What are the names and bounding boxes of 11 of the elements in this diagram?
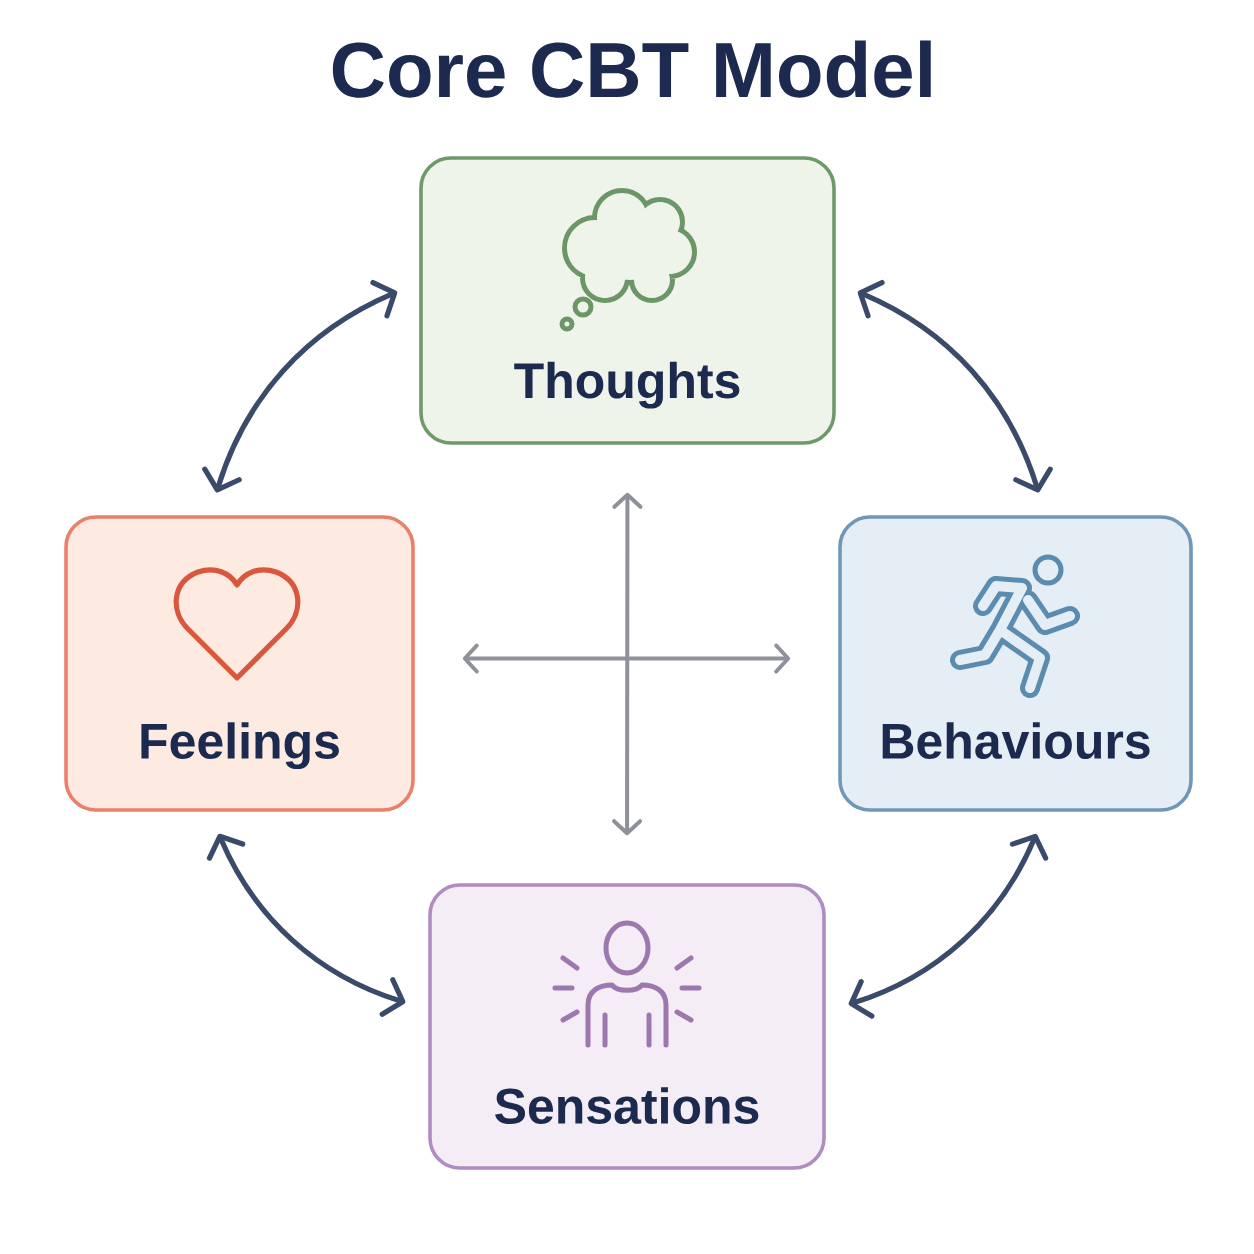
title: Core CBT Model [332,40,931,98]
double-arrow [612,492,643,836]
curved-double-arrow [202,279,398,493]
double-arrow [462,643,791,674]
concept-box: Behaviours [838,515,1193,812]
concept-box: Sensations [428,883,826,1170]
curved-double-arrow [857,279,1053,493]
concept-box: Thoughts [419,156,836,445]
concept-box: Feelings [64,515,415,812]
curved-double-arrow [848,833,1049,1019]
curved-double-arrow [206,833,406,1017]
